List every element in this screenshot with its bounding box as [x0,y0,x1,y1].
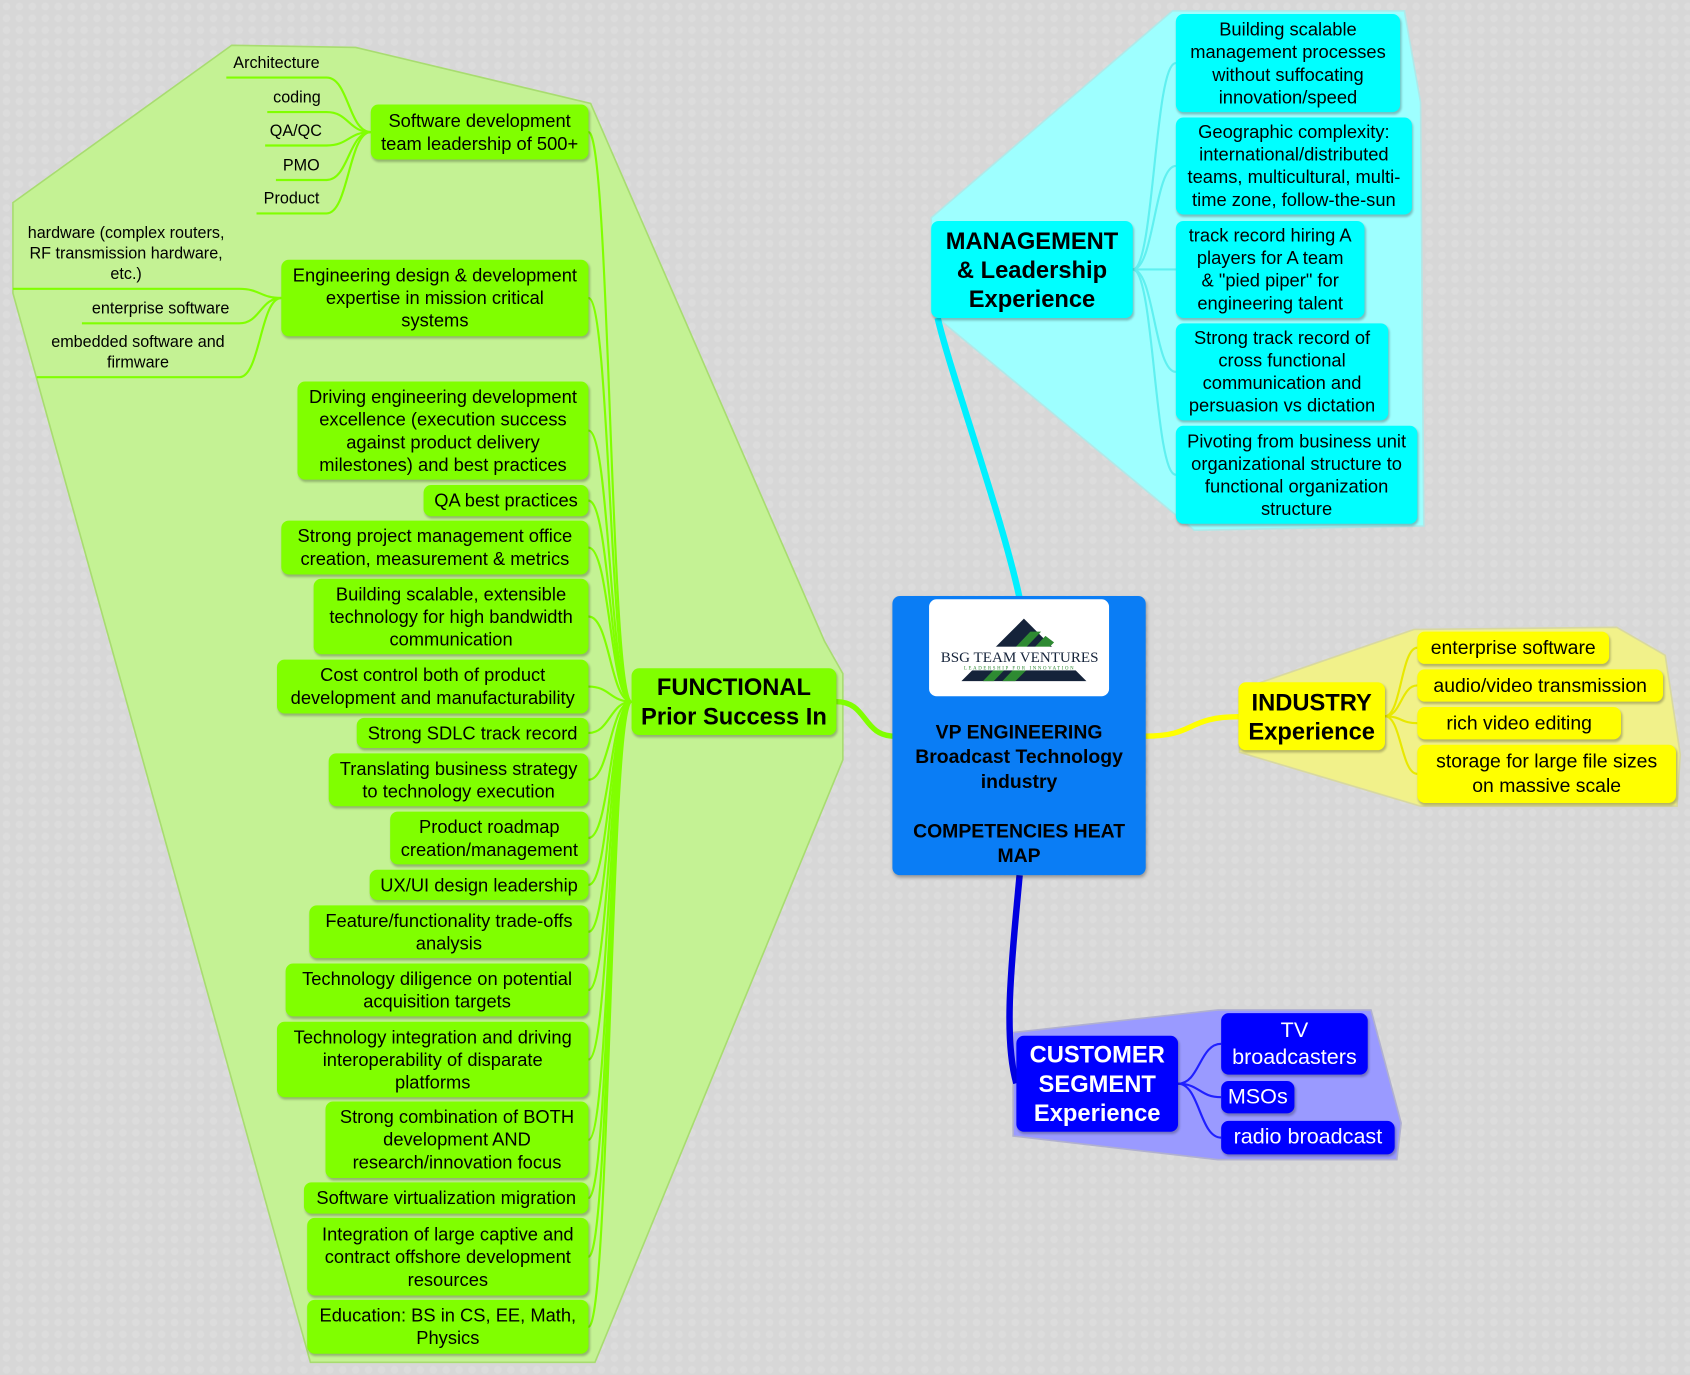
functional-item[interactable]: Strong combination of BOTH development A… [325,1101,589,1179]
functional-item[interactable]: Driving engineering development excellen… [297,381,589,480]
connector-line [587,296,633,703]
functional-item[interactable]: QA best practices [423,485,589,517]
customer-item[interactable]: TV broadcasters [1221,1013,1368,1075]
industry-item[interactable]: enterprise software [1417,631,1610,664]
leaf-item[interactable]: hardware (complex routers, RF transmissi… [27,224,225,284]
industry-item[interactable]: storage for large file sizes on massive … [1417,744,1676,803]
connector-center-customer [1006,874,1023,1085]
functional-item[interactable]: Strong SDLC track record [356,717,589,748]
connector-line [256,130,372,215]
logo-tagline: LEADERSHIP FOR INNOVATION [964,666,1075,671]
functional-item[interactable]: Integration of large captive and contrac… [307,1217,589,1296]
management-item[interactable]: track record hiring A players for A team… [1175,220,1365,318]
connector-line [36,296,282,379]
connector-line [588,546,633,703]
functional-item[interactable]: Software virtualization migration [303,1182,589,1214]
connector-line [587,130,633,703]
connector-center-industry [1145,714,1240,739]
management-item[interactable]: Strong track record of cross functional … [1175,323,1389,421]
functional-item[interactable]: Technology integration and driving inter… [276,1021,589,1098]
industry-item[interactable]: rich video editing [1417,707,1622,740]
leaf-item[interactable]: QA/QC [269,121,322,141]
connector-center-management [934,317,1023,599]
functional-item[interactable]: Strong project management office creatio… [281,520,589,575]
leaf-item[interactable]: enterprise software [91,299,230,318]
central-title: VP ENGINEERING Broadcast Technology indu… [913,721,1126,867]
functional-item[interactable]: Software development team leadership of … [370,104,589,160]
connector-line [587,700,633,1328]
logo-name: BSG TEAM VENTURES [941,650,1099,666]
connector-line [81,296,282,325]
functional-branch-node[interactable]: FUNCTIONAL Prior Success In [631,668,837,736]
bsg-logo: BSG TEAM VENTURES LEADERSHIP FOR INNOVAT… [929,599,1110,697]
connector-line [1132,61,1177,271]
functional-item[interactable]: Feature/functionality trade-offs analysi… [309,905,589,959]
leaf-item[interactable]: Architecture [233,53,320,73]
management-item[interactable]: Building scalable management processes w… [1175,14,1401,113]
functional-item[interactable]: Engineering design & development experti… [281,259,589,337]
connector-center-functional [836,698,895,739]
leaf-item[interactable]: coding [273,88,321,107]
connector-line [1132,268,1177,476]
functional-item[interactable]: Building scalable, extensible technology… [313,578,589,655]
connector-line [226,76,371,134]
industry-item[interactable]: audio/video transmission [1417,669,1664,702]
management-item[interactable]: Geographic complexity: international/dis… [1175,117,1412,215]
connector-line [1384,715,1418,775]
leaf-item[interactable]: embedded software and firmware [51,333,225,372]
customer-branch-node[interactable]: CUSTOMER SEGMENT Experience [1016,1035,1179,1132]
connector-line [1177,1082,1222,1139]
connector-line [267,111,371,134]
connector-line [1177,1042,1222,1085]
functional-item[interactable]: Product roadmap creation/management [390,811,589,865]
connector-line [1384,646,1418,718]
customer-item[interactable]: MSOs [1221,1081,1295,1114]
leaf-item[interactable]: Product [263,189,320,209]
connector-line [1132,268,1177,373]
central-topic[interactable]: BSG TEAM VENTURES LEADERSHIP FOR INNOVAT… [892,596,1146,876]
functional-item[interactable]: Education: BS in CS, EE, Math, Physics [307,1299,589,1354]
functional-item[interactable]: Technology diligence on potential acquis… [285,963,589,1017]
industry-branch-node[interactable]: INDUSTRY Experience [1238,682,1385,751]
connector-line [588,615,632,703]
management-branch-node[interactable]: MANAGEMENT & Leadership Experience [931,220,1133,318]
leaf-item[interactable]: PMO [282,156,320,175]
customer-item[interactable]: radio broadcast [1221,1120,1395,1155]
connector-line [1132,164,1177,271]
management-item[interactable]: Pivoting from business unit organization… [1175,425,1418,524]
connector-line [587,429,633,703]
functional-item[interactable]: Translating business strategy to technol… [328,753,589,807]
functional-item[interactable]: Cost control both of product development… [276,659,589,714]
functional-item[interactable]: UX/UI design leadership [369,869,589,900]
